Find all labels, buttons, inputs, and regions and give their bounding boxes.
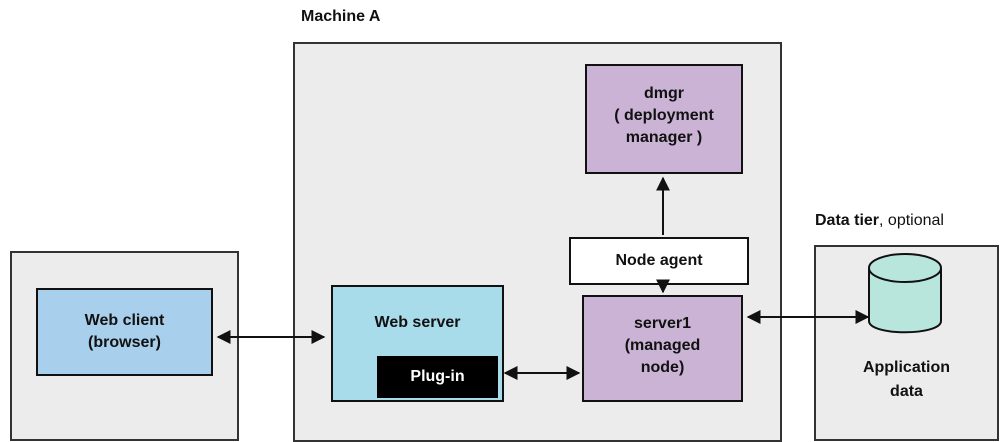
- web-client-box: Web client (browser): [36, 288, 213, 376]
- web-client-label: Web client: [84, 312, 165, 329]
- machine-a-title: Machine A: [301, 8, 381, 25]
- data-tier-title-optional: , optional: [879, 212, 944, 229]
- manager-label: manager ): [625, 129, 703, 146]
- application-label: Application: [862, 359, 951, 376]
- data-tier-title-bold: Data tier: [815, 212, 880, 229]
- node-label: node): [640, 359, 685, 376]
- data-label: data: [890, 383, 923, 400]
- browser-label: (browser): [88, 334, 161, 351]
- managed-label: (managed: [624, 337, 701, 354]
- deployment-label: ( deployment: [614, 107, 714, 124]
- node-agent-box: Node agent: [569, 237, 749, 285]
- application-data-label: Application data: [814, 356, 999, 404]
- data-tier-title: Data tier, optional: [815, 212, 944, 230]
- plugin-box: Plug-in: [377, 356, 498, 398]
- web-server-label: Web server: [374, 314, 461, 331]
- server1-label: server1: [634, 315, 691, 332]
- dmgr-box: dmgr ( deployment manager ): [585, 64, 743, 174]
- server1-box: server1 (managed node): [582, 295, 743, 402]
- data-tier-panel: [814, 245, 999, 441]
- dmgr-label: dmgr: [644, 85, 684, 102]
